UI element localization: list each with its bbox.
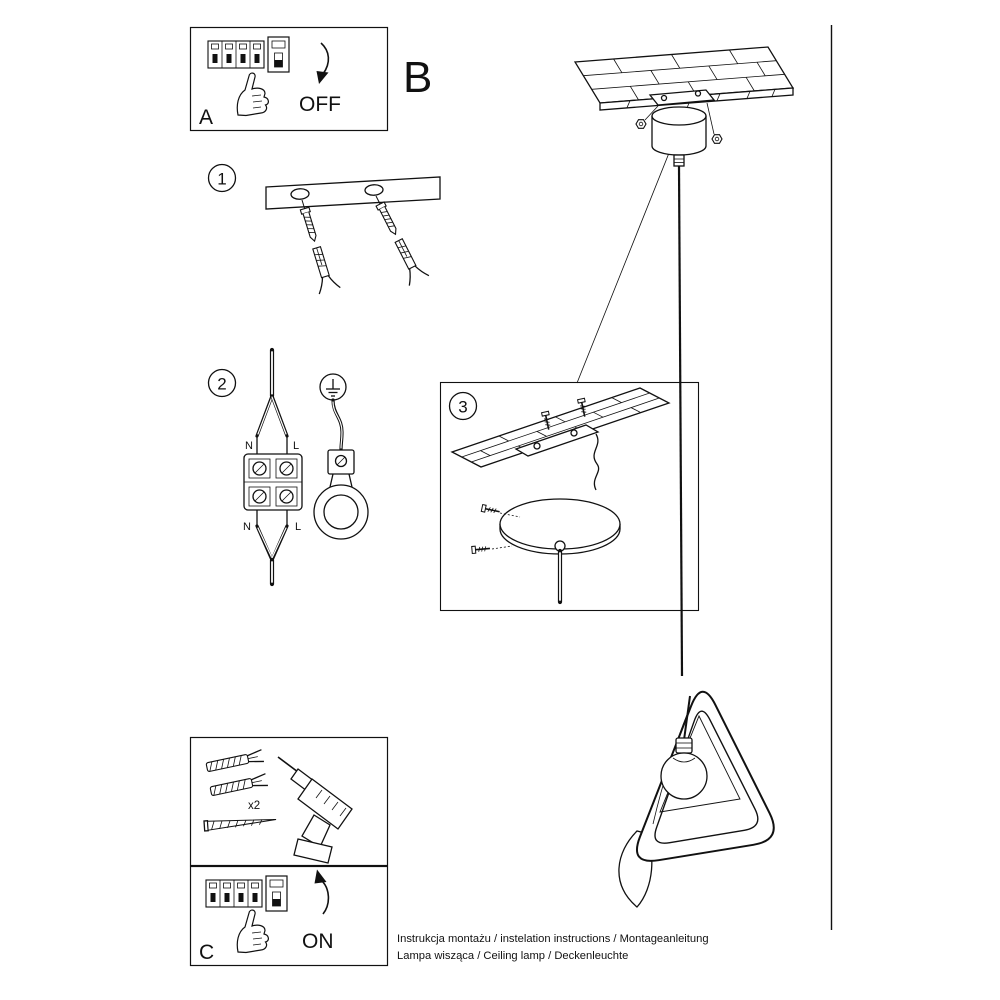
- bulb-glass-line: [672, 757, 696, 763]
- light-bulb: [660, 752, 708, 800]
- panel-power-on: ON C: [189, 865, 389, 967]
- bulb-cable: [683, 695, 691, 741]
- mounting-bracket: [648, 89, 716, 106]
- canopy-screw-2: [470, 544, 492, 555]
- panel-c-label: C: [199, 941, 214, 964]
- wire-n-bottom: N: [243, 521, 251, 533]
- ground-ring-inner: [323, 494, 359, 530]
- canopy-top: [651, 106, 707, 126]
- long-screw: [203, 818, 277, 832]
- wire-l-top: L: [293, 440, 299, 452]
- ground-clamp-head: [327, 449, 355, 475]
- cable-gland: [673, 154, 685, 167]
- step-1-number: 1: [217, 170, 226, 189]
- step-3-badge: [448, 391, 478, 421]
- quantity-label: x2: [248, 800, 260, 812]
- arrow-down-head: [316, 71, 329, 84]
- step-b-label: B: [403, 53, 432, 102]
- hex-bolt-right: [711, 134, 723, 144]
- step-2-number: 2: [217, 375, 226, 394]
- detail-wire: [593, 433, 600, 491]
- fastener-left: [290, 196, 341, 295]
- wire-l-bottom: L: [295, 521, 301, 533]
- bulb-socket: [675, 737, 693, 754]
- footer-line-2: Lampa wisząca / Ceiling lamp / Deckenleu…: [397, 950, 628, 962]
- step-3-number: 3: [458, 398, 467, 417]
- footer-line-1: Instrukcja montażu / instelation instruc…: [397, 933, 709, 945]
- step-3-drawing: 3: [439, 381, 700, 612]
- step-1-badge: [207, 163, 237, 193]
- panel-a-label: A: [199, 106, 213, 129]
- fastener-right: [365, 190, 430, 287]
- canopy-screw-1: [480, 503, 502, 516]
- mounting-hole-right: [364, 184, 384, 196]
- step-3-border: [439, 381, 700, 612]
- step-1-drawing: 1: [207, 163, 441, 295]
- arrow-up-head: [314, 869, 327, 884]
- hex-bolt-left: [635, 119, 647, 129]
- hardware-panel-border: [189, 736, 389, 867]
- step-2-drawing: 2 N L N L: [207, 347, 369, 587]
- mounting-bar: [265, 176, 441, 210]
- mounting-hole-left: [290, 188, 310, 200]
- panel-power-off: OFF A: [189, 26, 389, 132]
- wire-n-top: N: [245, 440, 253, 452]
- off-label: OFF: [299, 93, 341, 116]
- main-assembly-drawing: [573, 46, 795, 908]
- ceiling-slab-detail: [450, 387, 671, 468]
- breaker-strip-icon: [207, 36, 290, 73]
- breaker-strip-icon-on: [205, 875, 288, 912]
- on-label: ON: [302, 930, 334, 953]
- pendant-cable: [677, 165, 684, 677]
- arrow-down-curve: [320, 42, 330, 75]
- step-2-badge: [207, 368, 237, 398]
- ground-ring-outer: [313, 484, 369, 540]
- power-drill: [277, 756, 353, 864]
- panel-hardware: x2: [189, 736, 389, 867]
